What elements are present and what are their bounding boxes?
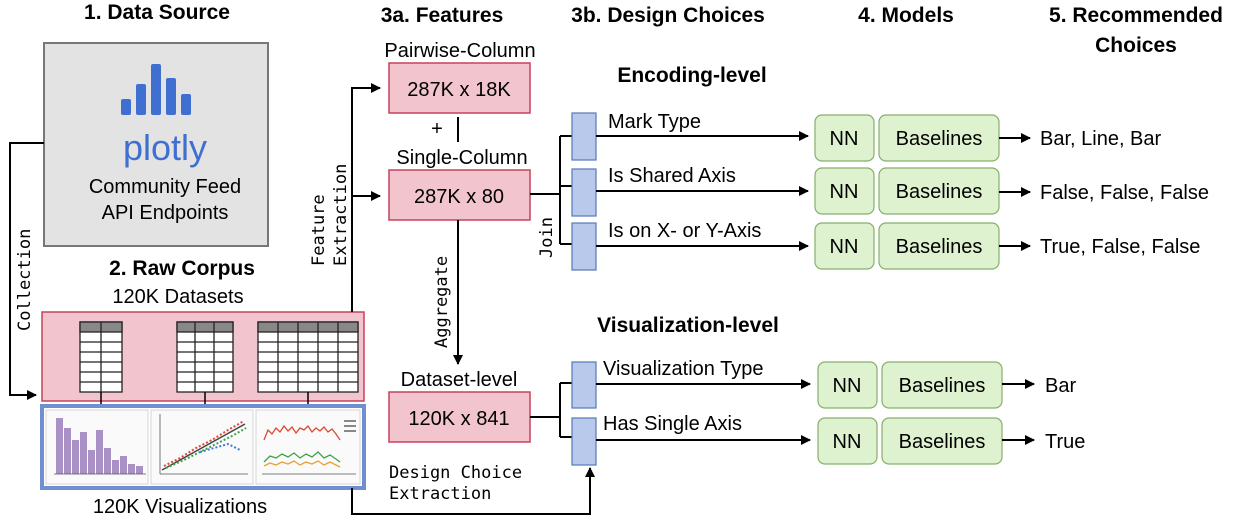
nn-model-box bbox=[814, 114, 875, 162]
baselines-label: Baselines bbox=[899, 431, 986, 453]
header-design-choices: 3b. Design Choices bbox=[571, 4, 765, 27]
task-name: Mark Type bbox=[608, 111, 701, 133]
task-name: Visualization Type bbox=[603, 358, 763, 380]
collection-label: Collection bbox=[15, 229, 35, 331]
dataset-level-dims: 120K x 841 bbox=[408, 408, 509, 430]
visualizations-count: 120K Visualizations bbox=[93, 496, 267, 517]
task-result: Bar, Line, Bar bbox=[1040, 128, 1162, 150]
task-result: True bbox=[1045, 431, 1085, 453]
task-row-mark-type: Mark Type NN Baselines Bar, Line, Bar bbox=[571, 111, 1162, 162]
nn-model-box bbox=[814, 222, 875, 270]
dataset-table-3 bbox=[257, 321, 359, 393]
datasets-count: 120K Datasets bbox=[112, 286, 243, 308]
baselines-label: Baselines bbox=[896, 236, 983, 258]
source-line-2: API Endpoints bbox=[102, 202, 229, 224]
label-column-block bbox=[571, 168, 597, 217]
thumb-bar-chart bbox=[45, 409, 149, 485]
baselines-label: Baselines bbox=[899, 375, 986, 397]
thumb-line-chart bbox=[255, 409, 361, 485]
dataset-level-box bbox=[388, 391, 531, 443]
feature-extraction-to-pairwise-arrow bbox=[351, 83, 381, 312]
feature-label: Feature bbox=[309, 194, 329, 266]
encoding-level-title: Encoding-level bbox=[617, 64, 766, 87]
dataset-level-label: Dataset-level bbox=[401, 369, 518, 391]
label-column-block bbox=[571, 222, 597, 271]
plotly-bars-icon bbox=[121, 64, 191, 115]
task-row-single-axis: Has Single Axis NN Baselines True bbox=[571, 413, 1085, 466]
task-name: Has Single Axis bbox=[603, 413, 742, 435]
header-recommended-line2: Choices bbox=[1095, 34, 1177, 57]
nn-label: NN bbox=[830, 128, 859, 150]
aggregate-label: Aggregate bbox=[432, 256, 452, 348]
header-recommended: 5. Recommended bbox=[1049, 4, 1223, 27]
header-data-source: 1. Data Source bbox=[84, 1, 230, 24]
nn-model-box bbox=[817, 417, 878, 465]
nn-label: NN bbox=[830, 181, 859, 203]
design-choice-label-1: Design Choice bbox=[389, 463, 522, 483]
dataset-table-2 bbox=[176, 321, 234, 393]
nn-model-box bbox=[814, 167, 875, 215]
label-column-block bbox=[571, 361, 597, 409]
label-column-block bbox=[571, 112, 597, 161]
plus-sign: + bbox=[431, 118, 443, 140]
design-choice-label-2: Extraction bbox=[389, 484, 491, 504]
single-column-dims: 287K x 80 bbox=[414, 186, 504, 208]
task-row-shared-axis: Is Shared Axis NN Baselines False, False… bbox=[571, 165, 1209, 217]
task-result: Bar bbox=[1045, 375, 1076, 397]
join-label: Join bbox=[537, 217, 557, 258]
nn-model-box bbox=[817, 361, 878, 409]
baselines-label: Baselines bbox=[896, 181, 983, 203]
task-name: Is on X- or Y-Axis bbox=[608, 220, 761, 242]
pairwise-column-label: Pairwise-Column bbox=[384, 40, 535, 62]
nn-label: NN bbox=[833, 431, 862, 453]
raw-corpus-title: 2. Raw Corpus bbox=[109, 257, 255, 280]
header-features: 3a. Features bbox=[381, 4, 504, 27]
single-column-label: Single-Column bbox=[396, 147, 527, 169]
nn-label: NN bbox=[833, 375, 862, 397]
extraction-label: Extraction bbox=[331, 164, 351, 266]
plotly-logo-text: plotly bbox=[123, 127, 207, 168]
visualization-level-title: Visualization-level bbox=[597, 314, 779, 337]
pairwise-column-dims: 287K x 18K bbox=[407, 79, 511, 101]
baselines-label: Baselines bbox=[896, 128, 983, 150]
task-result: False, False, False bbox=[1040, 182, 1209, 204]
header-models: 4. Models bbox=[858, 4, 954, 27]
task-row-x-or-y-axis: Is on X- or Y-Axis NN Baselines True, Fa… bbox=[571, 220, 1200, 271]
source-line-1: Community Feed bbox=[89, 176, 241, 198]
task-name: Is Shared Axis bbox=[608, 165, 736, 187]
nn-label: NN bbox=[830, 236, 859, 258]
design-choice-extraction-arrow bbox=[351, 467, 595, 515]
pairwise-column-box bbox=[388, 62, 531, 114]
collection-arrow bbox=[9, 142, 44, 400]
task-result: True, False, False bbox=[1040, 236, 1200, 258]
task-row-visualization-type: Visualization Type NN Baselines Bar bbox=[571, 358, 1076, 409]
label-column-block bbox=[571, 417, 597, 466]
thumb-scatter-chart bbox=[150, 409, 254, 485]
dataset-table-1 bbox=[79, 321, 123, 393]
